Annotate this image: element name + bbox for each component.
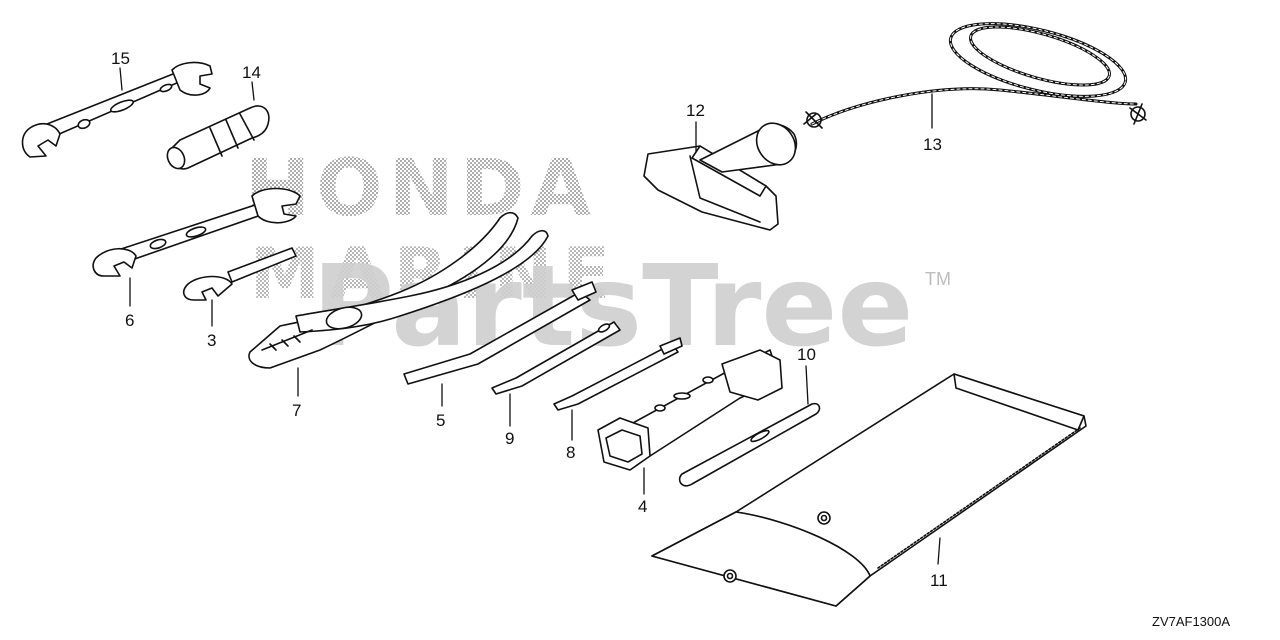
callout-8: 8: [566, 443, 575, 462]
callout-15: 15: [111, 49, 130, 68]
starter-grip-12: [643, 122, 798, 231]
drawing-code: ZV7AF1300A: [1152, 614, 1230, 629]
starter-rope-13: [803, 22, 1147, 129]
pliers-7: [248, 211, 549, 369]
callout-9: 9: [505, 429, 514, 448]
callout-6: 6: [125, 311, 134, 330]
callout-13: 13: [923, 135, 942, 154]
callout-4: 4: [638, 497, 647, 516]
watermark-tm: TM: [925, 269, 951, 289]
callout-3: 3: [207, 331, 216, 350]
screwdriver-9: [491, 321, 621, 395]
screwdriver-grip-14: [166, 105, 270, 170]
watermark-brand: HONDA: [245, 144, 597, 234]
callout-14: 14: [242, 63, 261, 82]
wrench-3: [182, 247, 297, 301]
screwdriver-5: [403, 281, 597, 385]
callout-11: 11: [930, 571, 948, 590]
callouts: 15 14 6 3 7 5 9 8 4 10 12 13 11: [111, 49, 948, 590]
wrench-15: [21, 61, 213, 158]
callout-10: 10: [797, 345, 816, 364]
callout-7: 7: [292, 401, 301, 420]
wrench-6: [92, 187, 301, 277]
handle-bar-10: [678, 402, 821, 487]
callout-5: 5: [436, 411, 445, 430]
tool-bag-11: [651, 373, 1087, 607]
callout-12: 12: [686, 101, 705, 120]
screwdriver-8: [553, 337, 683, 411]
plug-wrench-4: [597, 349, 783, 471]
leader-lines: [119, 67, 941, 565]
